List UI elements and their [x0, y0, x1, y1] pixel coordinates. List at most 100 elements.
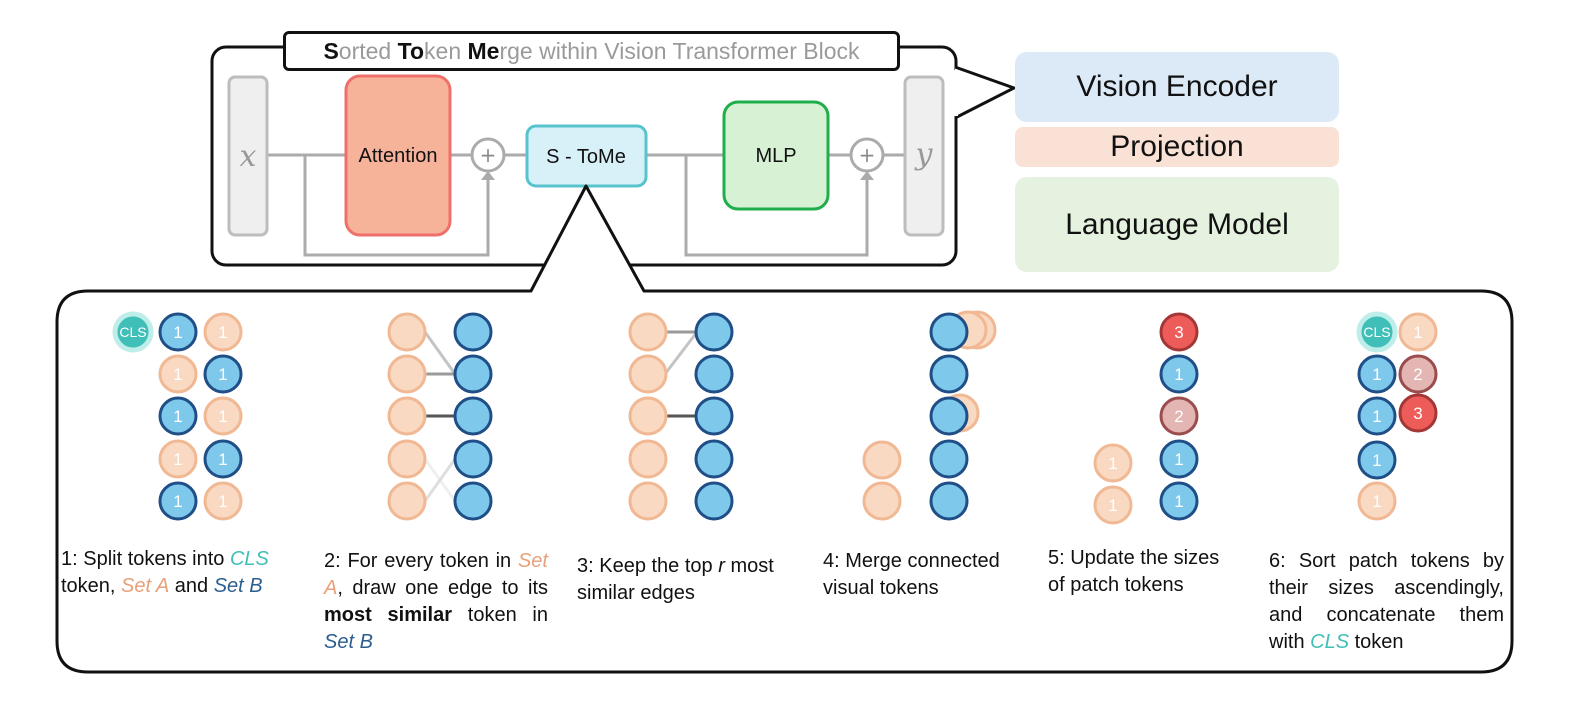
set-a-token: [387, 354, 427, 394]
set-b-token-circle: [929, 312, 969, 352]
set-b-token: [453, 439, 493, 479]
set-a-token-circle: [1398, 312, 1438, 352]
set-b-token: [694, 481, 734, 521]
set-b-token: 1: [158, 312, 198, 352]
set-a-token: 1: [1093, 443, 1133, 483]
set-b-token: [453, 312, 493, 352]
caption-text: r: [718, 555, 725, 577]
set-a-token-label: 1: [173, 450, 182, 469]
cls-token-circle: [112, 311, 154, 353]
caption-text: 4: Merge connected: [823, 550, 1000, 572]
set-b-token-circle: [1357, 440, 1397, 480]
set-a-token: [862, 440, 902, 480]
set-a-token: [387, 481, 427, 521]
caption-text: CLS: [1310, 631, 1350, 653]
set-a-token-label: 1: [1108, 454, 1117, 473]
set-b-token-circle: [694, 396, 734, 436]
set-a-token-circle: [387, 312, 427, 352]
attention-block: [344, 74, 452, 237]
set-a-token-circle: [862, 440, 902, 480]
set-a-token-circle: [628, 439, 668, 479]
set-a-token: 1: [1093, 485, 1133, 525]
set-b-token: 1: [158, 481, 198, 521]
set-a-token-circle: [1093, 485, 1133, 525]
set-b-token: [694, 439, 734, 479]
caption-text: Set A: [121, 575, 170, 597]
set-a-token-circle: [203, 396, 243, 436]
set-a-token-circle: [203, 481, 243, 521]
stome-label: S - ToMe: [546, 146, 626, 168]
set-a-token-label: 1: [218, 407, 227, 426]
cls-token-circle: [1356, 311, 1398, 353]
set-a-token-circle: [387, 481, 427, 521]
set-b-token-circle: [1357, 354, 1397, 394]
set-b-token: [929, 396, 969, 436]
set-b-token-circle: [929, 396, 969, 436]
block-title-part: To: [397, 37, 425, 64]
set-a-token-circle: [628, 312, 668, 352]
size-3-token-circle: [1398, 393, 1438, 433]
set-b-token-circle: [1357, 396, 1397, 436]
set-b-token: [453, 396, 493, 436]
set-b-token: 1: [203, 439, 243, 479]
set-b-token: [929, 312, 969, 352]
set-b-token: 1: [1357, 440, 1397, 480]
set-a-token-circle: [158, 439, 198, 479]
cls-token-label: CLS: [1363, 324, 1390, 340]
set-a-token: 1: [1357, 481, 1397, 521]
caption-text: Set B: [213, 575, 263, 597]
residual-add-2: [849, 137, 885, 173]
caption-text: and: [169, 575, 214, 597]
caption-text: of patch tokens: [1048, 574, 1184, 596]
set-a-token: [387, 396, 427, 436]
set-a-token-circle: [387, 439, 427, 479]
set-a-token: 1: [203, 396, 243, 436]
set-b-token-circle: [158, 481, 198, 521]
caption-text: similar edges: [577, 582, 695, 604]
set-b-token: 1: [1159, 439, 1199, 479]
set-b-token: [929, 481, 969, 521]
set-b-token-circle: [694, 439, 734, 479]
set-a-token: 1: [1398, 312, 1438, 352]
size-2-token-label: 2: [1413, 365, 1422, 384]
set-b-token-label: 1: [173, 323, 182, 342]
set-a-token-circle: [387, 396, 427, 436]
set-b-token: 1: [1357, 354, 1397, 394]
set-a-token: 1: [158, 439, 198, 479]
set-b-token-circle: [1159, 354, 1199, 394]
set-a-token: [628, 481, 668, 521]
set-b-token-label: 1: [1372, 407, 1381, 426]
set-a-token: [628, 354, 668, 394]
caption-text: Set B: [324, 631, 373, 653]
step-2-caption: 2: For every token in Set A, draw one ed…: [324, 548, 548, 656]
set-b-token-label: 1: [173, 492, 182, 511]
set-a-token-circle: [1357, 481, 1397, 521]
set-b-token-label: 1: [218, 450, 227, 469]
size-3-token-label: 3: [1413, 404, 1422, 423]
set-b-token: [929, 354, 969, 394]
set-b-token-circle: [929, 439, 969, 479]
step-4-caption: 4: Merge connected visual tokens: [823, 548, 1043, 602]
block-title-part: S: [323, 37, 339, 64]
caption-text: Set A: [324, 550, 548, 599]
set-b-token: 1: [203, 354, 243, 394]
cls-token: CLS: [1356, 311, 1398, 353]
caption-text: 6: Sort patch tokens by their sizes asce…: [1269, 550, 1504, 653]
caption-text: visual tokens: [823, 577, 939, 599]
caption-text: CLS: [229, 548, 269, 570]
detail-panel-frame: [55, 184, 1514, 674]
set-b-token: [694, 354, 734, 394]
output-label: y: [914, 137, 934, 172]
cls-token-label: CLS: [119, 324, 146, 340]
set-b-token-circle: [929, 481, 969, 521]
set-a-token: 1: [203, 481, 243, 521]
set-a-token-label: 1: [218, 323, 227, 342]
caption-text: token: [1349, 631, 1404, 653]
callout-pointer: [954, 65, 1018, 120]
caption-text: 3: Keep the top: [577, 555, 719, 577]
caption-text: 1: Split tokens into: [61, 548, 230, 570]
set-b-token: 1: [1159, 354, 1199, 394]
step-6-caption: 6: Sort patch tokens by their sizes asce…: [1269, 548, 1504, 656]
